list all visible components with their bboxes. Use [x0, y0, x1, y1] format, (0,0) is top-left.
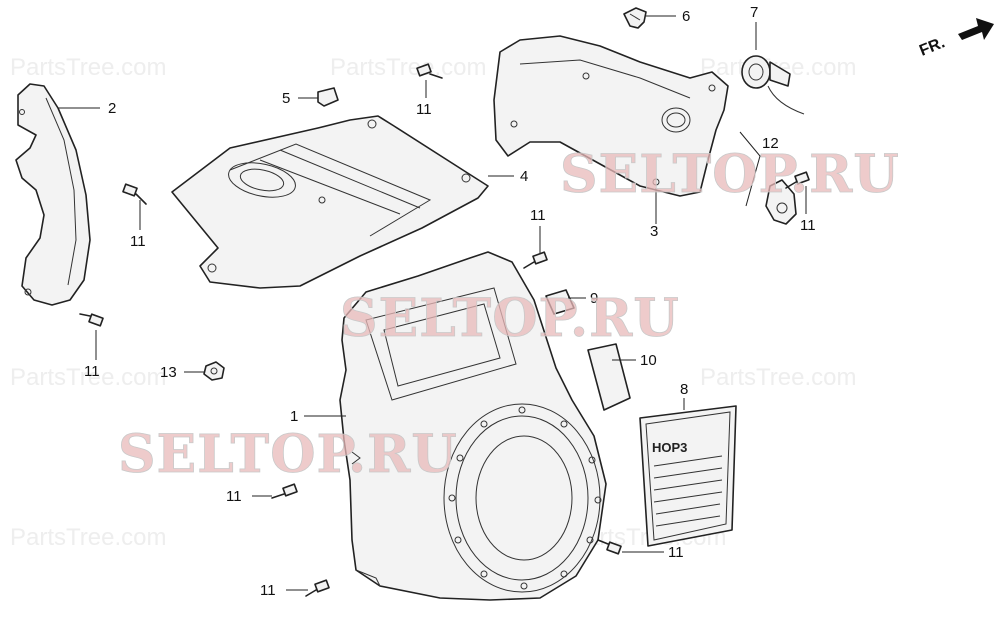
callout-13: 13: [160, 364, 177, 381]
site-watermark: PartsTree.com: [700, 364, 856, 391]
part-6-clip: [623, 7, 647, 29]
callout-11: 11: [84, 363, 100, 380]
callout-7: 7: [750, 4, 758, 21]
part-1-fan-shroud: [339, 251, 607, 601]
site-watermarks: PartsTree.com PartsTree.com PartsTree.co…: [10, 54, 856, 551]
part-3-upper-shroud: [493, 35, 729, 197]
callout-4: 4: [520, 168, 528, 185]
callout-11: 11: [800, 217, 816, 234]
shroud-bolt-holes: [448, 406, 602, 590]
brand-watermark: SELTOP.RU: [560, 144, 900, 205]
callout-6: 6: [682, 8, 690, 25]
callout-11: 11: [416, 101, 432, 118]
callouts: 2 4 3 5 6 7 12 1 9 10 8 13 11 11 11 11 1…: [84, 4, 816, 599]
callout-5: 5: [282, 90, 290, 107]
bolt-icon: [416, 63, 443, 79]
bolt-icon: [785, 171, 810, 189]
site-watermark: PartsTree.com: [330, 54, 486, 81]
bolts-part-11: [79, 63, 810, 597]
callout-10: 10: [640, 352, 657, 369]
callout-2: 2: [108, 100, 116, 117]
part-12-bracket: [739, 131, 797, 225]
callout-11: 11: [668, 544, 684, 561]
brand-watermarks: SELTOP.RU SELTOP.RU SELTOP.RU: [118, 144, 900, 486]
part-7-grommet: [741, 22, 805, 115]
site-watermark: PartsTree.com: [10, 54, 166, 81]
brand-watermark: SELTOP.RU: [340, 288, 680, 349]
part-4-top-cover: [171, 115, 489, 289]
brand-watermark: SELTOP.RU: [118, 424, 458, 485]
part-13-nut: [203, 361, 225, 381]
callout-11: 11: [130, 233, 146, 250]
site-watermark: PartsTree.com: [10, 364, 166, 391]
callout-1: 1: [290, 408, 298, 425]
leader-lines: [58, 15, 807, 591]
callout-11: 11: [530, 207, 546, 224]
label-plate-text: HOP3: [652, 440, 687, 455]
callout-12: 12: [762, 135, 779, 152]
front-label: FR.: [917, 34, 947, 59]
callout-3: 3: [650, 223, 658, 240]
part-2-side-shroud: [15, 83, 91, 306]
bolt-icon: [122, 183, 147, 205]
callout-8: 8: [680, 381, 688, 398]
bolt-icon: [597, 539, 622, 555]
callout-11: 11: [226, 488, 242, 505]
site-watermark: PartsTree.com: [10, 524, 166, 551]
bolt-icon: [523, 251, 548, 269]
callout-11: 11: [260, 582, 276, 599]
front-direction-indicator: FR.: [917, 18, 994, 60]
bolt-icon: [305, 579, 330, 597]
callout-9: 9: [590, 290, 598, 307]
part-10-label: [587, 343, 631, 411]
bolt-icon: [79, 313, 104, 327]
part-9-small-label: [545, 289, 575, 315]
part-5-cap: [317, 87, 339, 107]
part-8-label-plate: HOP3: [639, 405, 737, 547]
arrow-right-icon: [958, 18, 994, 40]
bolt-icon: [271, 483, 298, 499]
